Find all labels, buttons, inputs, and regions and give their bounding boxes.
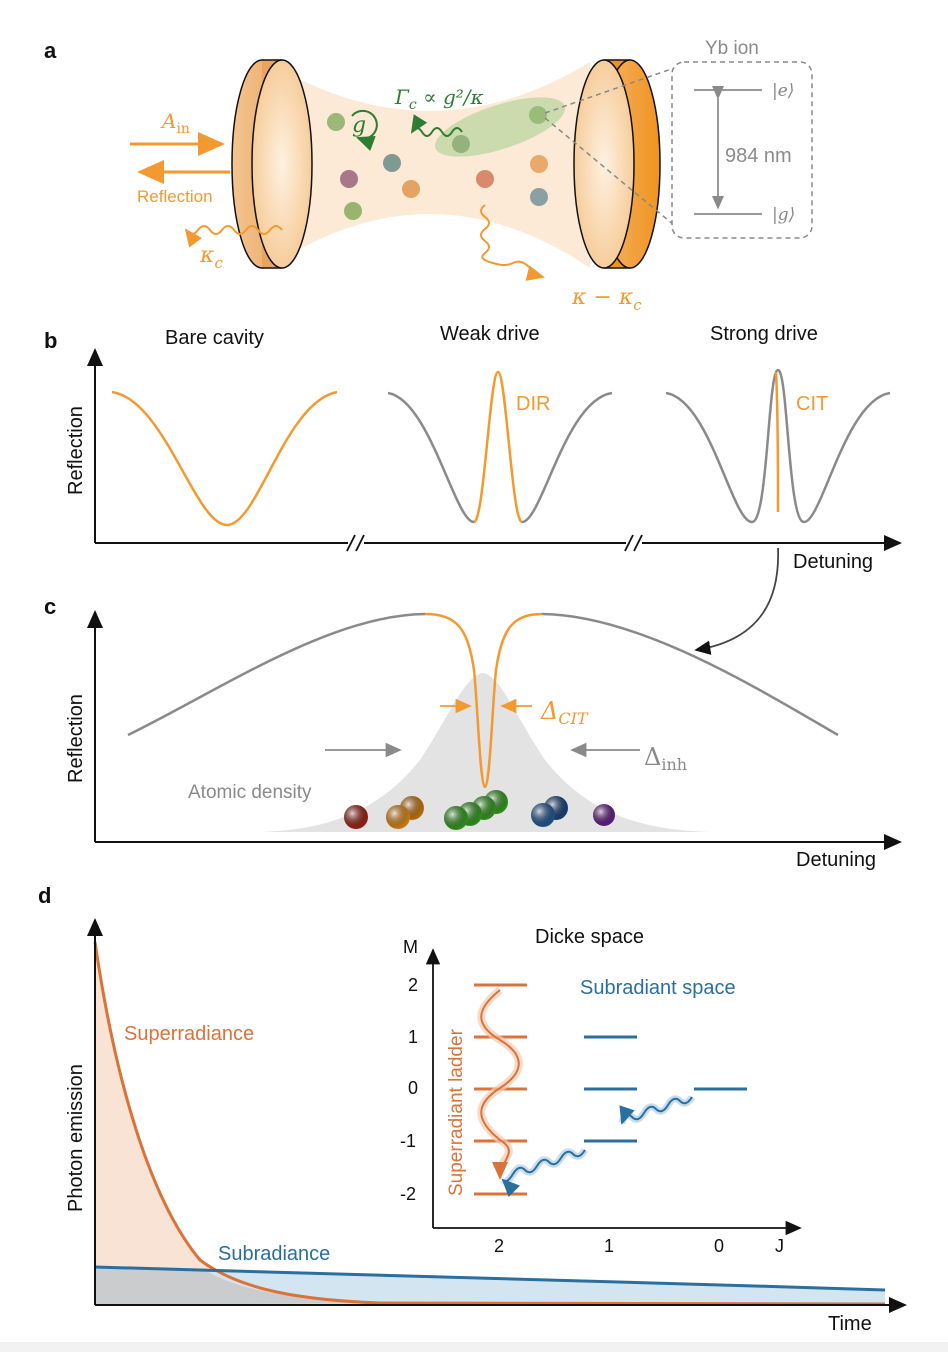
m-tick-2: 2	[408, 975, 418, 995]
axis-break-1	[346, 534, 365, 552]
c-ylabel: Reflection	[65, 694, 87, 783]
atomic-density-label: Atomic density	[188, 782, 312, 803]
c-cit-dip-curve	[424, 612, 543, 789]
inset-title: Dicke space	[535, 926, 644, 948]
m-tick-neg2: -2	[400, 1184, 416, 1204]
panel-b-letter: b	[44, 328, 57, 353]
dicke-space-inset: Dicke space M J 2 1 0 -1 -2 2 1 0 Sup	[400, 926, 820, 1256]
subradiance-label: Subradiance	[218, 1243, 330, 1265]
reflection-label: Reflection	[137, 187, 213, 206]
panel-c: c Reflection Detuning ΔCIT Δinh Atomic d…	[44, 594, 902, 871]
inset-xlabel: J	[775, 1236, 784, 1256]
superradiance-curve	[93, 941, 886, 1306]
header-bare-cavity: Bare cavity	[165, 327, 264, 349]
m-tick-neg1: -1	[400, 1131, 416, 1151]
yb-ion-level-box: Yb ion |e⟩ |g⟩ 984 nm	[544, 38, 813, 239]
b-ylabel: Reflection	[65, 406, 87, 495]
m-tick-1: 1	[408, 1027, 418, 1047]
header-weak-drive: Weak drive	[440, 323, 540, 345]
bare-cavity-curve	[111, 390, 338, 527]
superradiance-label: Superradiance	[124, 1023, 254, 1045]
d-ylabel: Photon emission	[65, 1064, 87, 1212]
ion-label: Yb ion	[705, 38, 759, 59]
delta-cit-label: ΔCIT	[540, 697, 589, 728]
colored-atoms	[344, 790, 615, 830]
strong-drive-gray-curve	[665, 368, 891, 524]
kappa-loss-label: κ − κc	[571, 285, 642, 314]
input-field-label: Ain	[160, 109, 190, 137]
c-gray-reflection-curve	[127, 612, 839, 737]
m-tick-0: 0	[408, 1078, 418, 1098]
j-tick-0: 0	[714, 1236, 724, 1256]
kappa-loss-wave	[480, 204, 545, 281]
subradiance-curve	[94, 1265, 886, 1292]
gamma-c-label: Γc ∝ g²/κ	[394, 85, 484, 113]
ladder-label: Superradiant ladder	[446, 1028, 467, 1196]
kappa-c-label: κc	[199, 243, 223, 272]
strong-drive-cit-line	[774, 371, 780, 513]
atoms-in-cavity	[327, 106, 548, 220]
axis-break-2	[624, 534, 643, 552]
cit-label: CIT	[796, 393, 828, 415]
subradiant-space-label: Subradiant space	[580, 977, 736, 999]
right-mirror	[573, 59, 661, 269]
j-tick-1: 1	[604, 1236, 614, 1256]
wavelength-label: 984 nm	[725, 145, 792, 167]
emitted-photon-wave	[410, 114, 463, 137]
b-xlabel: Detuning	[793, 551, 873, 573]
zoom-arrow	[694, 547, 779, 655]
inset-ylabel: M	[403, 937, 418, 957]
panel-a-letter: a	[44, 38, 57, 63]
panel-b: b Bare cavity Weak drive Strong drive Re…	[44, 323, 902, 655]
delta-inh-label: Δinh	[644, 743, 687, 774]
subradiant-photon-2	[619, 1096, 693, 1125]
j-tick-2: 2	[494, 1236, 504, 1256]
superradiant-cascade-wave	[480, 989, 520, 1180]
c-xlabel: Detuning	[796, 849, 876, 871]
subradiant-photon-1	[501, 1149, 586, 1197]
ground-state-label: |g⟩	[772, 205, 795, 225]
header-strong-drive: Strong drive	[710, 323, 818, 345]
weak-drive-gray-curve	[387, 391, 613, 524]
kappa-c-wave	[184, 225, 283, 248]
subradiant-levels	[584, 1035, 747, 1143]
dir-label: DIR	[516, 393, 550, 415]
coupling-g-label: g	[352, 113, 366, 138]
excited-state-label: |e⟩	[772, 81, 794, 101]
bottom-strip	[0, 1342, 948, 1352]
panel-a: a	[44, 38, 813, 314]
atomic-density-profile	[260, 673, 710, 832]
panel-c-letter: c	[44, 594, 56, 619]
overlap-fill	[95, 1267, 380, 1305]
panel-d-letter: d	[38, 883, 51, 908]
coupling-g: g	[351, 109, 378, 152]
left-mirror	[231, 59, 313, 269]
weak-drive-dir-curve	[472, 370, 524, 524]
d-xlabel: Time	[828, 1313, 872, 1335]
panel-d: d Photon emission Time Superradiance Sub…	[38, 883, 907, 1335]
